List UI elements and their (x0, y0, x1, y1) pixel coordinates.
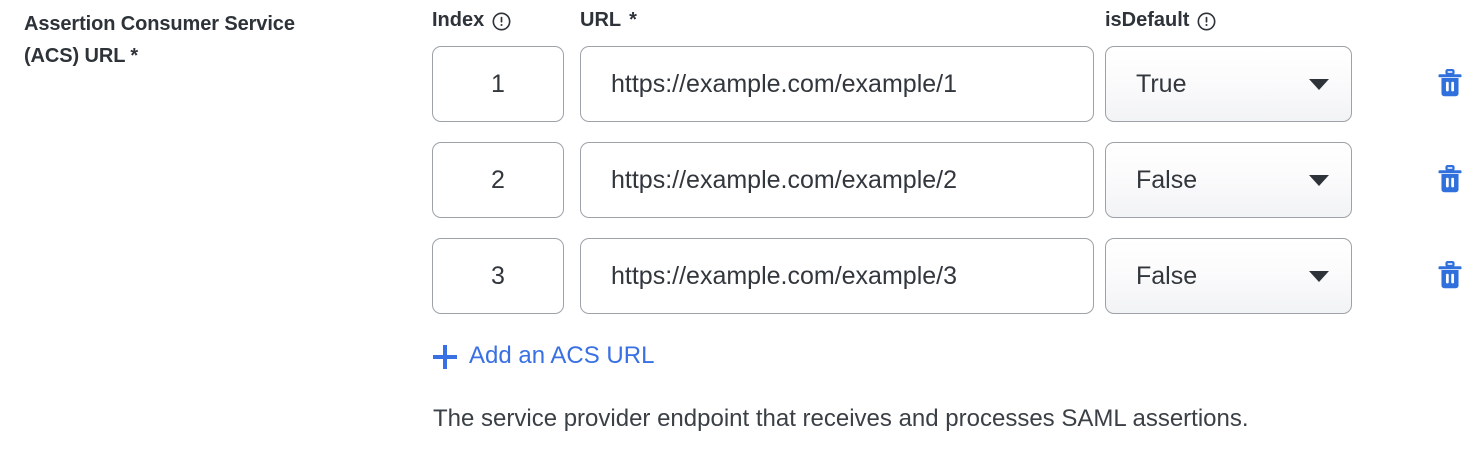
trash-icon (1436, 165, 1464, 195)
chevron-down-icon (1309, 78, 1329, 90)
add-acs-url-label: Add an ACS URL (469, 342, 655, 369)
info-icon[interactable] (492, 12, 511, 31)
column-header-isdefault: isDefault (1105, 8, 1216, 32)
column-header-isdefault-label: isDefault (1105, 9, 1190, 31)
url-input-value: https://example.com/example/2 (611, 165, 957, 194)
add-acs-url-link[interactable]: Add an ACS URL (433, 342, 654, 370)
add-acs-url-row: Add an ACS URL (432, 334, 1474, 390)
url-input-value: https://example.com/example/3 (611, 261, 957, 290)
index-input[interactable]: 1 (432, 46, 564, 122)
column-header-url-label: URL (580, 9, 622, 31)
helper-text-row: The service provider endpoint that recei… (432, 390, 1474, 434)
field-label-line1: Assertion Consumer Service (24, 13, 295, 35)
table-row: 2 https://example.com/example/2 False (432, 142, 1474, 238)
delete-row-button[interactable] (1432, 162, 1468, 198)
column-header-index-label: Index (432, 9, 485, 31)
info-icon[interactable] (1197, 12, 1216, 31)
isdefault-select[interactable]: True (1105, 46, 1352, 122)
trash-icon (1436, 261, 1464, 291)
field-label-line2: (ACS) URL * (24, 45, 139, 67)
acs-url-table: Index URL * isDefault (432, 0, 1474, 434)
plus-icon (433, 345, 457, 369)
index-input-value: 1 (491, 69, 505, 98)
column-header-index: Index (432, 8, 511, 32)
isdefault-select[interactable]: False (1105, 238, 1352, 314)
index-input-value: 2 (491, 165, 505, 194)
table-row: 1 https://example.com/example/1 True (432, 46, 1474, 142)
column-header-url: URL * (580, 8, 637, 32)
index-input[interactable]: 3 (432, 238, 564, 314)
isdefault-select[interactable]: False (1105, 142, 1352, 218)
url-input[interactable]: https://example.com/example/3 (580, 238, 1094, 314)
delete-row-button[interactable] (1432, 258, 1468, 294)
isdefault-select-value: False (1136, 165, 1198, 194)
url-input[interactable]: https://example.com/example/2 (580, 142, 1094, 218)
isdefault-select-value: False (1136, 261, 1198, 290)
table-header-row: Index URL * isDefault (432, 0, 1474, 46)
table-row: 3 https://example.com/example/3 False (432, 238, 1474, 334)
isdefault-select-value: True (1136, 69, 1187, 98)
trash-icon (1436, 69, 1464, 99)
index-input[interactable]: 2 (432, 142, 564, 218)
url-input-value: https://example.com/example/1 (611, 69, 957, 98)
chevron-down-icon (1309, 270, 1329, 282)
index-input-value: 3 (491, 261, 505, 290)
delete-row-button[interactable] (1432, 66, 1468, 102)
field-label: Assertion Consumer Service (ACS) URL * (24, 8, 414, 72)
helper-text: The service provider endpoint that recei… (433, 405, 1249, 432)
required-marker: * (629, 9, 637, 31)
chevron-down-icon (1309, 174, 1329, 186)
url-input[interactable]: https://example.com/example/1 (580, 46, 1094, 122)
